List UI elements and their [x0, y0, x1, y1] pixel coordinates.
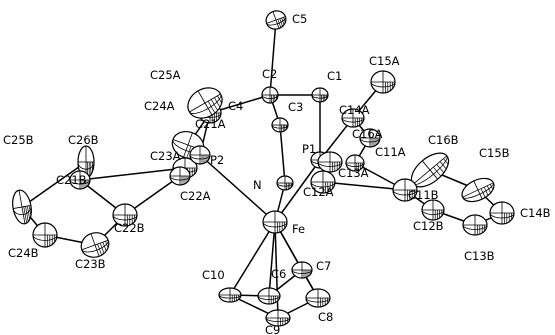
atom-label-c7: C7 — [316, 259, 331, 273]
atom-c3-ellipsoid — [271, 117, 289, 133]
bond-c3-n — [279, 124, 286, 184]
atom-c15a-ellipsoid — [370, 70, 396, 94]
bond-c26b-c25b — [21, 161, 87, 208]
atom-label-c23a: C23A — [150, 149, 181, 163]
atom-c12b-ellipsoid — [421, 199, 445, 221]
atom-c11a-ellipsoid — [345, 154, 365, 172]
atom-label-c14b: C14B — [520, 206, 551, 220]
atom-c11b-ellipsoid — [392, 178, 418, 202]
atom-label-c8: C8 — [318, 310, 333, 324]
bond-c23a-c21b — [79, 167, 186, 181]
atom-label-c16a: C16A — [352, 127, 383, 141]
atom-c5-ellipsoid — [265, 10, 287, 30]
atom-label-p1: P1 — [302, 142, 316, 156]
atom-label-c10: C10 — [202, 268, 225, 282]
atom-c25a-ellipsoid — [187, 87, 223, 119]
atom-label-c25b: C25B — [3, 133, 34, 147]
bond-p1-fe — [274, 159, 321, 223]
atom-label-c24b: C24B — [8, 246, 39, 260]
bond-fe-c9 — [274, 221, 279, 319]
atom-label-c22b: C22B — [114, 221, 145, 235]
atom-label-c13b: C13B — [464, 249, 495, 263]
atom-c13b-ellipsoid — [462, 214, 488, 236]
atom-c16b-ellipsoid — [410, 152, 450, 188]
atom-label-n: N — [253, 178, 262, 192]
atom-c12a-ellipsoid — [310, 170, 336, 194]
atom-label-c26b: C26B — [68, 133, 99, 147]
atom-c7-ellipsoid — [291, 261, 313, 279]
bond-p2-fe — [199, 154, 276, 223]
atom-label-c12b: C12B — [413, 219, 444, 233]
atom-label-c11b: C11B — [408, 188, 439, 202]
atom-c10-ellipsoid — [218, 287, 242, 303]
atom-label-c21a: C21A — [195, 117, 226, 131]
atom-label-c23b: C23B — [75, 257, 106, 271]
atom-c1-ellipsoid — [311, 87, 329, 103]
bond-fe-c10 — [229, 221, 276, 296]
atom-label-c16b: C16B — [428, 133, 459, 147]
atom-n-ellipsoid — [276, 175, 294, 191]
atom-c23b-ellipsoid — [80, 232, 110, 258]
atom-c13a-ellipsoid — [317, 151, 343, 173]
atom-c16a-ellipsoid — [359, 128, 381, 148]
atom-label-c1: C1 — [327, 69, 342, 83]
atom-label-fe: Fe — [292, 222, 305, 236]
atom-c6-ellipsoid — [257, 287, 281, 305]
atom-c2-ellipsoid — [261, 86, 279, 104]
atom-c14a-ellipsoid — [341, 108, 365, 128]
atom-label-c2: C2 — [262, 67, 277, 81]
atom-c22a-ellipsoid — [169, 166, 191, 186]
bond-c5-c2 — [269, 19, 277, 96]
atom-c24b-ellipsoid — [32, 222, 58, 248]
atom-c21b-ellipsoid — [69, 170, 91, 190]
atom-label-c21b: C21B — [56, 173, 87, 187]
atom-fe-ellipsoid — [262, 210, 288, 234]
atom-c14b-ellipsoid — [489, 201, 515, 225]
atoms-layer — [12, 10, 515, 327]
atom-label-c9: C9 — [265, 323, 280, 335]
atom-label-c14a: C14A — [339, 103, 370, 117]
atom-label-c4: C4 — [228, 99, 243, 113]
atom-label-c12a: C12A — [303, 185, 334, 199]
atom-c8-ellipsoid — [305, 288, 331, 308]
atom-label-p2: P2 — [210, 153, 224, 167]
atom-label-c3: C3 — [288, 100, 303, 114]
atom-c22b-ellipsoid — [112, 203, 138, 227]
atom-label-c24a: C24A — [144, 99, 175, 113]
atom-label-c15a: C15A — [369, 54, 400, 68]
atom-label-c15b: C15B — [479, 146, 510, 160]
bond-c12a-c11b — [322, 181, 406, 191]
bond-fe-c6 — [268, 221, 276, 297]
atom-c25b-ellipsoid — [12, 189, 32, 225]
atom-label-c25a: C25A — [150, 68, 181, 82]
atom-c9-ellipsoid — [265, 309, 291, 327]
atom-p2-ellipsoid — [189, 145, 211, 165]
atom-label-c5: C5 — [292, 12, 307, 26]
atom-label-c22a: C22A — [180, 189, 211, 203]
atom-label-c13a: C13A — [338, 166, 369, 180]
atom-label-c11a: C11A — [375, 145, 406, 159]
atom-label-c6: C6 — [271, 267, 286, 281]
atom-c15b-ellipsoid — [461, 177, 495, 203]
